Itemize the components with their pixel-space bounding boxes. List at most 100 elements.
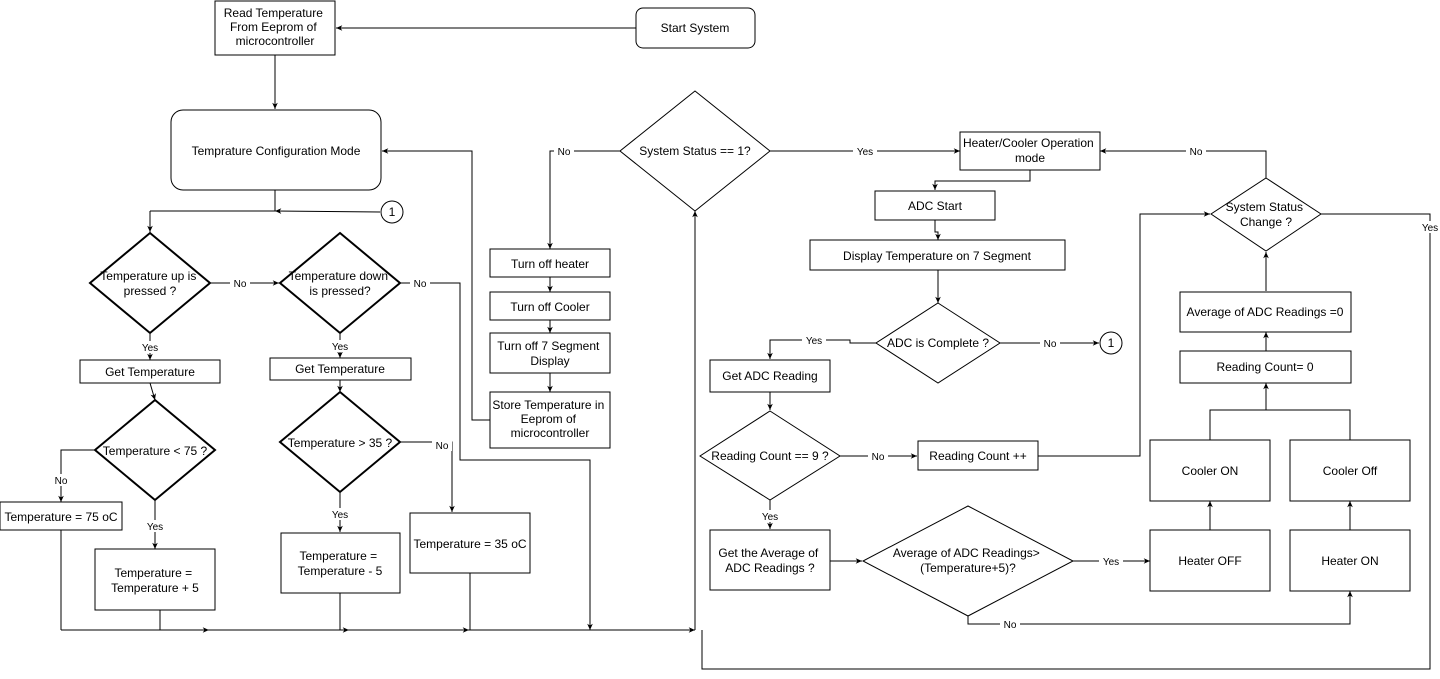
temp-lt-75-label: Temperature < 75 ? (103, 444, 208, 458)
get-average-node (709, 529, 831, 591)
get-temp-2-label: Get Temperature (295, 362, 385, 376)
read-eeprom-node (214, 0, 336, 56)
label-adccomplete-yes: Yes (806, 336, 822, 347)
display-7seg-node (809, 239, 1066, 271)
edge-connector-left (274, 208, 381, 214)
edge-store-to-config (382, 148, 490, 421)
adc-start-node (874, 190, 996, 221)
label-status-no: No (558, 147, 571, 158)
temp-gt-35-decision (278, 390, 402, 494)
display-7seg-label: Display Temperature on 7 Segment (843, 249, 1032, 263)
edge-adccomplete-yes (767, 339, 876, 359)
edge-mode-to-adc (932, 170, 1031, 190)
edge-change-no (1100, 148, 1267, 178)
temp-up-decision (88, 231, 212, 335)
config-mode-node (170, 109, 382, 191)
label-down-yes: Yes (332, 342, 348, 353)
turn-off-cooler-node (489, 291, 611, 321)
label-down-no: No (414, 279, 427, 290)
avg-zero-label: Average of ADC Readings =0 (1187, 305, 1344, 319)
cooler-on-node (1149, 439, 1271, 502)
system-status-change-label: System Status Change ? (1226, 200, 1307, 229)
reading-count-decision (699, 410, 841, 501)
reading-count-inc-label: Reading Count ++ (929, 449, 1026, 463)
set-35-node (409, 512, 531, 574)
adc-complete-label: ADC is Complete ? (887, 336, 989, 350)
avg-gt-decision (861, 505, 1075, 617)
store-eeprom-label: Store Temperature in Eeprom of microcont… (492, 398, 607, 440)
reading-count-zero-node (1179, 350, 1352, 384)
heater-on-node (1289, 529, 1411, 592)
label-gt35-no: No (436, 441, 449, 452)
label-lt75-no: No (55, 476, 68, 487)
label-change-yes: Yes (1422, 223, 1438, 234)
system-status-change-decision (1210, 177, 1322, 252)
temp-up-label: Temperature up is pressed ? (100, 269, 199, 298)
edge-down-no (400, 282, 593, 630)
turn-off-heater-label: Turn off heater (511, 257, 589, 271)
connector-right-node (1099, 331, 1123, 355)
label-up-yes: Yes (142, 343, 158, 354)
label-lt75-yes: Yes (147, 522, 163, 533)
label-avg-no: No (1004, 620, 1017, 631)
get-temp-1-node (79, 359, 221, 384)
set-75-label: Temperature = 75 oC (4, 510, 117, 524)
store-eeprom-node (489, 391, 611, 449)
edge-status-no (547, 150, 620, 249)
edge-adc-to-display (934, 220, 941, 240)
temp-gt-35-label: Temperature > 35 ? (288, 436, 393, 450)
system-status-decision (619, 90, 771, 212)
system-status-label: System Status == 1? (639, 144, 751, 158)
turn-off-7seg-node (489, 332, 611, 374)
set-75-node (0, 501, 123, 531)
cooler-off-node (1289, 439, 1411, 502)
adc-complete-decision (875, 302, 1001, 384)
heater-on-label: Heater ON (1321, 554, 1378, 568)
nodes: Start System Read Temperature From Eepro… (0, 0, 1411, 617)
config-mode-label: Temprature Configuration Mode (192, 144, 361, 158)
reading-count-inc-node (917, 440, 1039, 471)
temp-down-label: Temperature down is pressed? (289, 269, 392, 298)
avg-gt-label: Average of ADC Readings> (Temperature+5)… (893, 546, 1043, 575)
get-average-label: Get the Average of ADC Readings ? (718, 546, 821, 575)
temp-minus-5-label: Temperature = Temperature - 5 (298, 549, 383, 578)
label-change-no: No (1190, 147, 1203, 158)
connector-left-node (380, 200, 404, 224)
get-temp-1-label: Get Temperature (105, 365, 195, 379)
edge-labels: No No Yes Yes No Yes Yes No No Yes Yes N… (51, 145, 1440, 631)
temp-down-decision (278, 231, 402, 335)
start-system-label: Start System (661, 21, 730, 35)
temp-plus-5-label: Temperature = Temperature + 5 (111, 566, 199, 595)
label-avg-yes: Yes (1103, 557, 1119, 568)
edge-change-yes (701, 213, 1431, 670)
reading-count-label: Reading Count == 9 ? (711, 449, 829, 463)
heater-cooler-mode-label: Heater/Cooler Operation mode (963, 136, 1097, 165)
label-count-no: No (872, 452, 885, 463)
turn-off-cooler-label: Turn off Cooler (510, 300, 589, 314)
get-adc-node (709, 359, 831, 393)
heater-cooler-mode-node (959, 131, 1101, 171)
edge-gt35-no (400, 441, 455, 512)
turn-off-heater-node (489, 248, 611, 278)
start-system-node (635, 7, 756, 49)
avg-zero-node (1179, 291, 1352, 333)
edge-inc-to-change (1038, 211, 1210, 457)
label-gt35-yes: Yes (332, 510, 348, 521)
heater-off-label: Heater OFF (1178, 554, 1241, 568)
adc-start-label: ADC Start (908, 199, 963, 213)
reading-count-zero-label: Reading Count= 0 (1216, 360, 1313, 374)
label-up-no: No (234, 279, 247, 290)
cooler-off-label: Cooler Off (1323, 464, 1378, 478)
edge-cooleron-up (1209, 409, 1351, 440)
heater-off-node (1149, 529, 1271, 592)
set-35-label: Temperature = 35 oC (413, 537, 526, 551)
edge-avg-no (967, 591, 1353, 625)
connector-right-label: 1 (1108, 336, 1115, 350)
turn-off-7seg-label: Turn off 7 Segment Display (497, 339, 602, 368)
label-count-yes: Yes (762, 512, 778, 523)
label-adccomplete-no: No (1044, 339, 1057, 350)
cooler-on-label: Cooler ON (1182, 464, 1239, 478)
temp-lt-75-decision (93, 398, 217, 502)
get-temp-2-node (269, 357, 412, 381)
